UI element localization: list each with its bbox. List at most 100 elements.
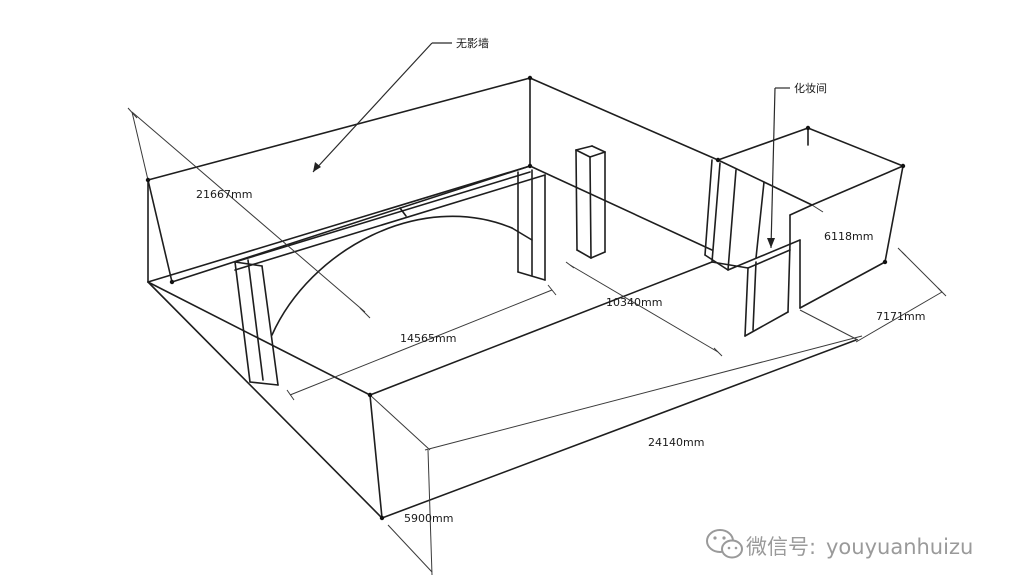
dr-top-front — [811, 165, 904, 206]
vertex — [900, 163, 906, 169]
center-column — [575, 145, 606, 259]
arrow-dressing-room — [767, 238, 775, 248]
dim-line-height — [427, 449, 433, 576]
dr-door-head — [747, 249, 791, 269]
column-edge-left — [575, 149, 578, 251]
leader-dressing-room — [770, 87, 776, 249]
column-edge-mid — [589, 156, 592, 259]
dim-line-center — [569, 264, 719, 353]
dr-post-3 — [727, 169, 737, 271]
dr-door-right-2 — [787, 243, 791, 313]
dim-ext-depth — [131, 111, 149, 181]
vertex — [367, 392, 373, 398]
column-top-3 — [575, 149, 591, 158]
dim-label-depth: 21667mm — [196, 188, 252, 201]
dim-tick-opening-a — [286, 389, 295, 401]
dim-tick-center-b — [713, 347, 723, 357]
left-pillar-top — [234, 261, 263, 267]
dr-wall-join — [711, 261, 749, 269]
dr-door-left-2 — [752, 261, 757, 331]
dim-label-center-span: 10340mm — [606, 296, 662, 309]
vertex — [527, 75, 533, 81]
dim-tick-center-a — [565, 261, 575, 269]
dim-label-dressing-width: 7171mm — [876, 310, 925, 323]
vertex — [882, 259, 888, 265]
dr-top-left — [717, 159, 813, 206]
dim-line-dressing-depth — [811, 204, 824, 213]
cove-top-edge — [234, 171, 531, 263]
dr-post-4 — [755, 181, 765, 259]
vertex — [169, 279, 175, 285]
left-wall-top-edge — [147, 77, 531, 181]
dim-tick-dw-a — [897, 247, 907, 257]
floor-front-edge — [369, 261, 713, 396]
cove-mark — [399, 207, 407, 217]
dim-line-opening — [289, 289, 553, 396]
watermark-account: youyuanhuizu — [826, 535, 973, 559]
dim-line-dressing-width — [901, 251, 943, 293]
dim-ext-dw — [799, 309, 859, 341]
label-seamless-wall: 无影墙 — [456, 36, 489, 50]
room-outline — [147, 77, 857, 519]
dressing-room-box — [704, 127, 904, 337]
back-wall-top-edge — [529, 77, 719, 161]
column-top-4 — [589, 151, 606, 158]
dr-top-back — [717, 127, 809, 161]
column-top-1 — [575, 145, 593, 151]
left-floor-diagonal — [147, 281, 383, 519]
front-bottom-edge — [381, 339, 857, 519]
dr-post-2 — [711, 162, 721, 263]
dim-line-total-ext — [387, 524, 433, 573]
left-pillar-mid — [247, 259, 264, 381]
dim-ext-height — [369, 394, 431, 451]
dimension-lines — [127, 107, 947, 576]
arrow-seamless-wall — [313, 162, 321, 172]
left-pillar-bottom — [249, 381, 279, 386]
inner-back-bottom-edge — [171, 165, 531, 283]
vertex-dots — [145, 75, 906, 521]
watermark-prefix: 微信号: — [746, 535, 816, 559]
dim-line-depth — [131, 111, 366, 313]
left-pillar-front — [234, 261, 251, 383]
dim-tick-opening-b — [547, 284, 557, 296]
floor-left-edge — [147, 281, 371, 396]
dim-label-total-length: 24140mm — [648, 436, 704, 449]
dr-top-right — [807, 127, 904, 167]
dim-ext-total — [855, 291, 943, 343]
vertex — [805, 125, 811, 131]
dim-label-dressing-depth: 6118mm — [824, 230, 873, 243]
infinity-wall — [234, 169, 546, 386]
column-base-1 — [576, 249, 592, 259]
back-wall-bottom-edge — [529, 165, 713, 251]
dr-door-left — [744, 267, 749, 337]
dr-lintel — [789, 204, 813, 216]
vertex — [527, 163, 533, 169]
cove-arc — [271, 215, 513, 336]
dr-floor-front — [799, 261, 886, 309]
wechat-logo-icon — [706, 529, 743, 559]
text-labels: 无影墙 化妆间 21667mm 14565mm 10340mm 6118mm 7… — [196, 36, 925, 525]
watermark: 微信号: youyuanhuizu — [706, 529, 973, 559]
column-base-2 — [590, 251, 606, 259]
left-wall-bottom-edge — [147, 165, 531, 283]
dim-tick-depth-b — [359, 307, 371, 319]
left-pillar-back — [261, 265, 279, 386]
vertex — [145, 177, 151, 183]
dr-floor-mid — [727, 239, 801, 271]
dim-label-opening: 14565mm — [400, 332, 456, 345]
vertex — [715, 157, 721, 163]
leader-lines — [312, 42, 790, 249]
dr-right-post — [884, 165, 904, 263]
column-top-2 — [591, 145, 606, 153]
arc-end-join — [511, 227, 533, 241]
vertex — [379, 515, 385, 521]
leader-seamless-wall — [312, 42, 433, 173]
dr-door-sill — [744, 311, 789, 337]
front-corner-post — [369, 394, 383, 519]
dim-label-height: 5900mm — [404, 512, 453, 525]
dr-post-1 — [704, 159, 713, 256]
right-cove-base — [517, 271, 546, 281]
dim-line-total — [424, 335, 863, 451]
